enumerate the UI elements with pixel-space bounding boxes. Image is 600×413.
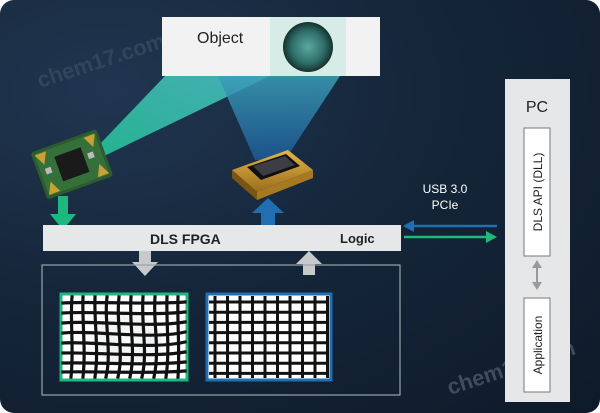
logic-label: Logic <box>340 231 375 246</box>
pc-title: PC <box>526 99 548 116</box>
api-app-arrow <box>532 260 542 290</box>
dll-label: DLS API (DLL) <box>531 153 545 232</box>
regular-grid-pattern <box>205 292 333 382</box>
fpga-label: DLS FPGA <box>150 231 221 247</box>
dll-box <box>523 127 551 257</box>
dmd-chip-icon <box>232 150 313 200</box>
camera-board-icon <box>31 129 113 199</box>
link-arrow-right <box>486 231 497 243</box>
pattern-frame <box>41 264 401 396</box>
link-label-pcie: PCIe <box>432 198 459 212</box>
pattern-to-fpga-arrow <box>296 251 322 275</box>
app-label: Application <box>531 316 545 375</box>
camera-to-fpga-arrow <box>50 196 76 230</box>
fpga-to-pattern-arrow <box>132 251 158 276</box>
usb-pcie-link: USB 3.0 PCIe <box>403 182 497 243</box>
object-label: Object <box>197 30 244 47</box>
app-box <box>523 297 551 393</box>
link-label-usb: USB 3.0 <box>423 182 468 196</box>
lens-icon <box>283 22 333 72</box>
beam-to-camera <box>75 76 270 170</box>
distorted-grid-pattern <box>59 292 189 382</box>
beam-from-dmd <box>218 76 340 160</box>
watermark-top: chem17.com <box>34 28 168 93</box>
fpga-bar: DLS FPGA Logic <box>43 225 401 251</box>
pc-panel: PC DLS API (DLL) Application <box>505 79 570 402</box>
object-box: Object <box>162 17 380 76</box>
link-arrow-left <box>403 220 414 232</box>
